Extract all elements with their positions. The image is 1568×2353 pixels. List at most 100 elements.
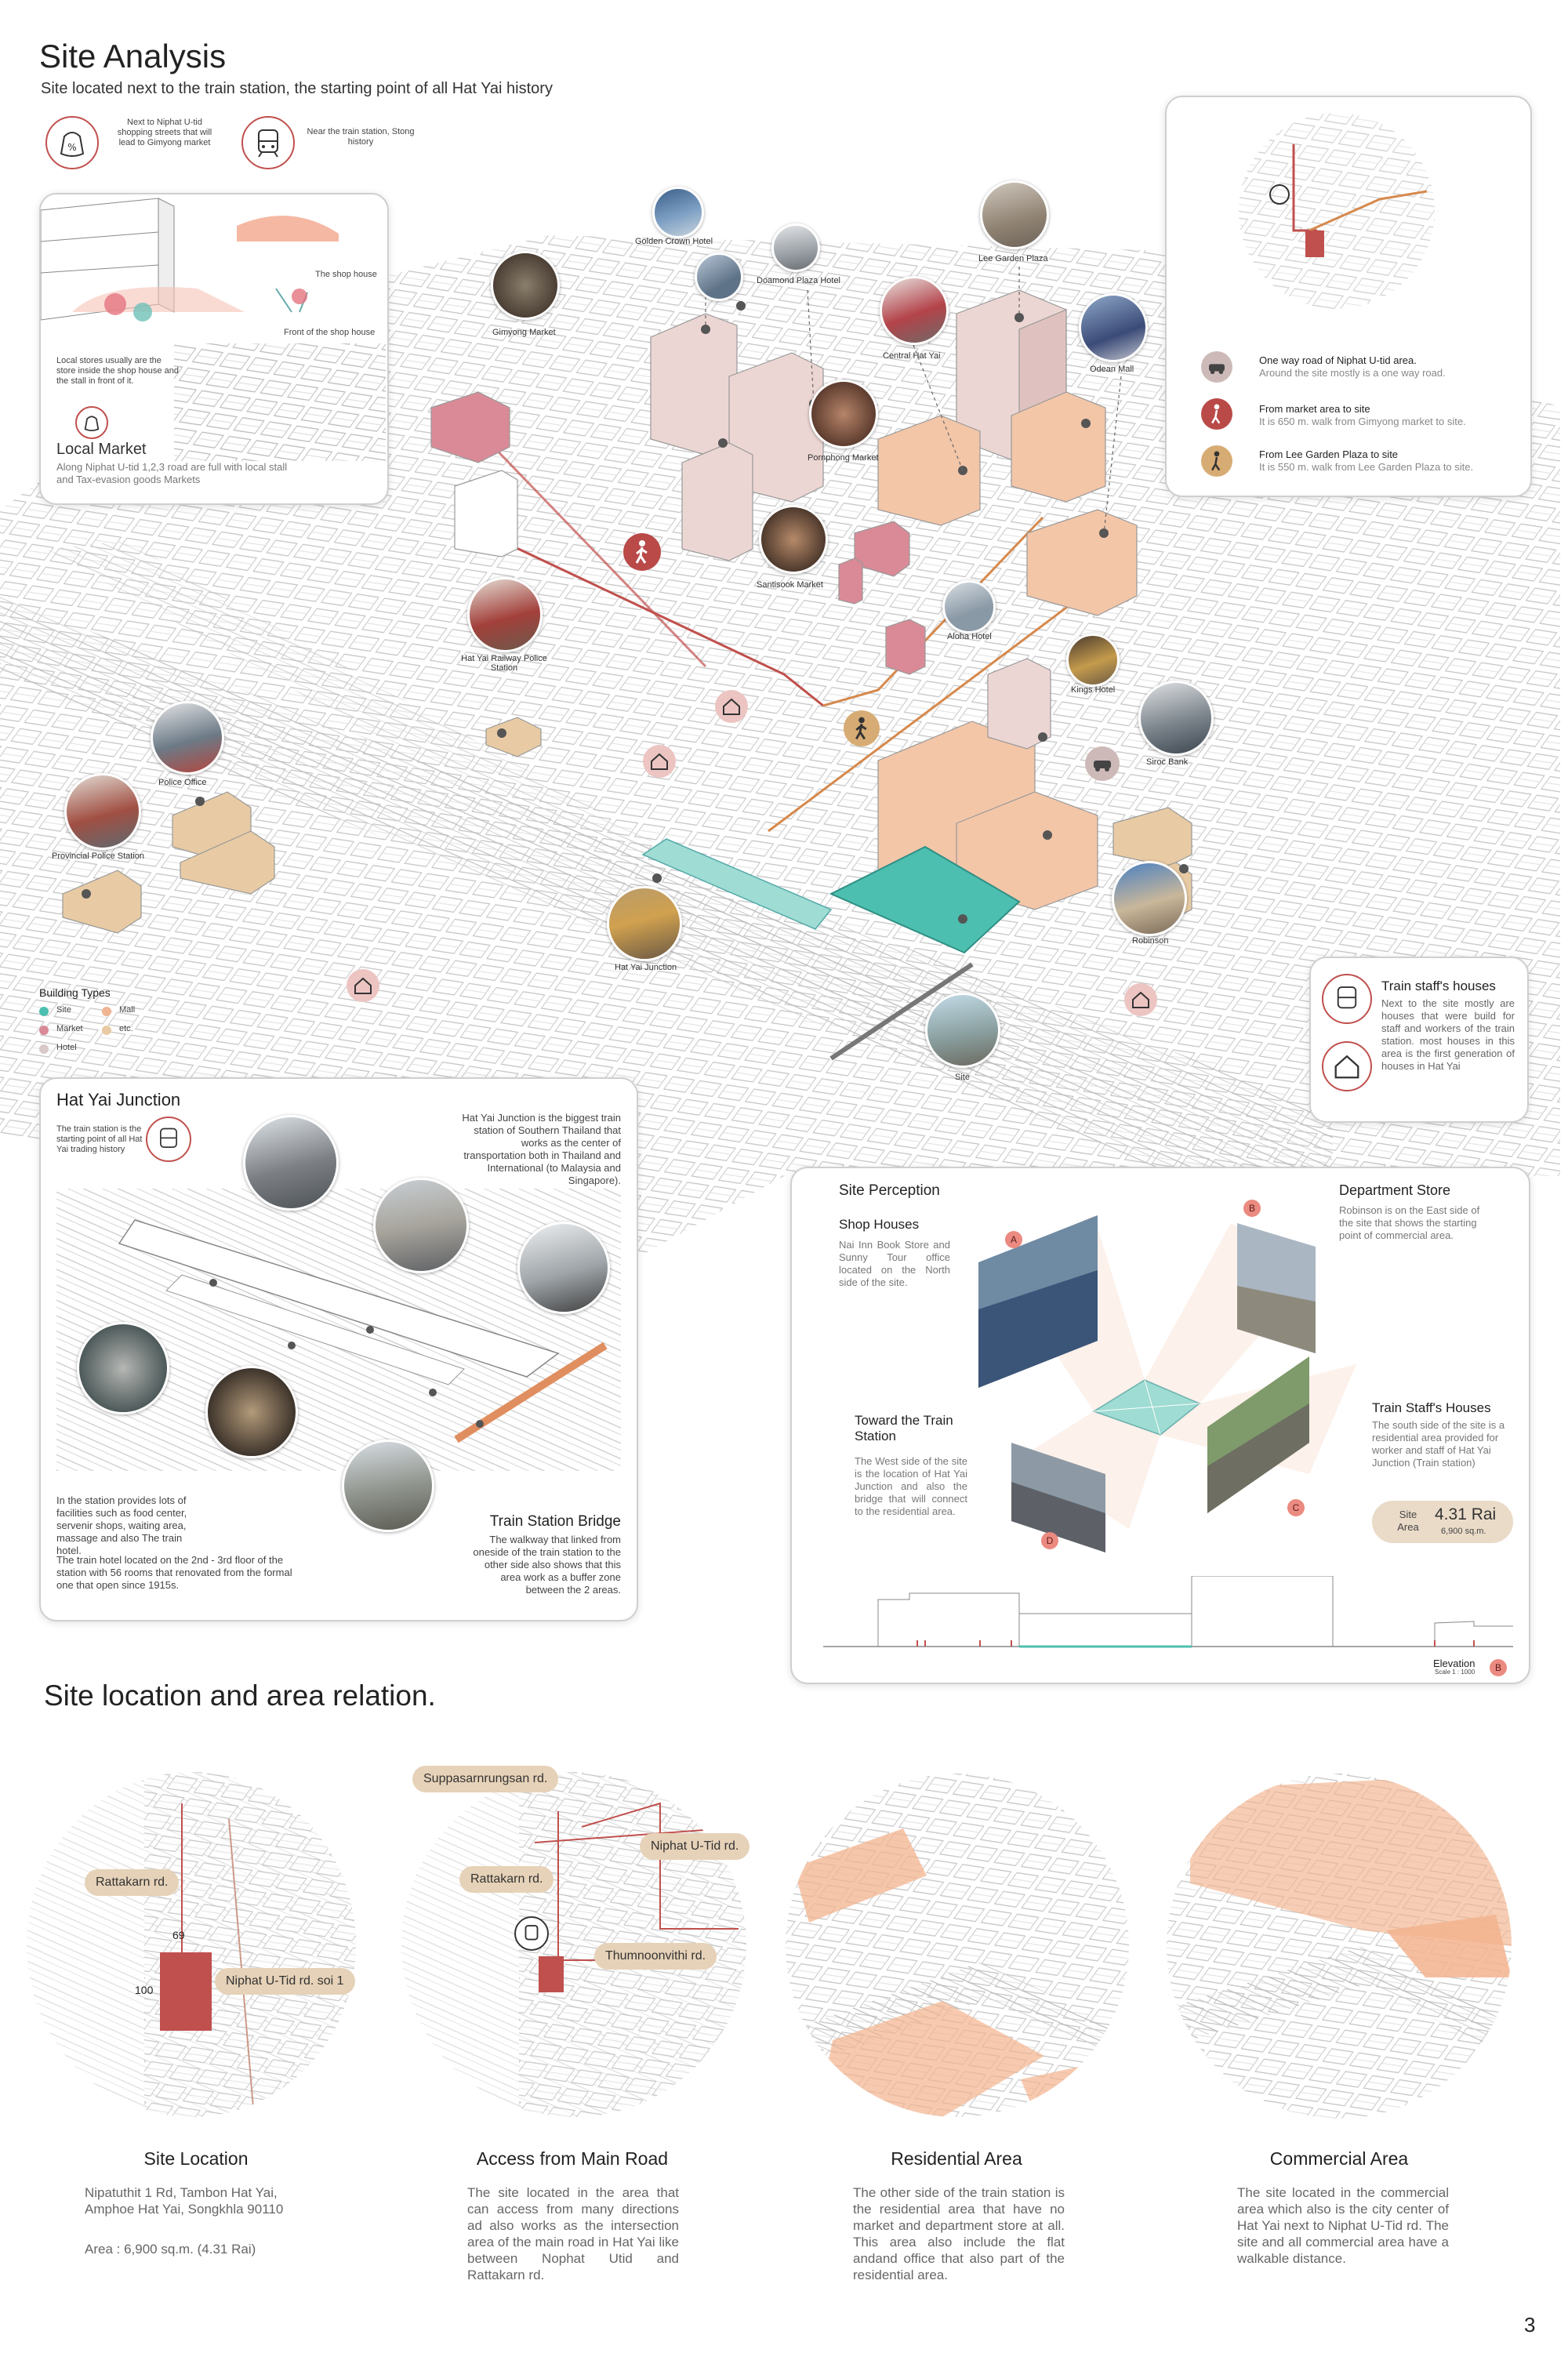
label-site: Site (955, 1073, 970, 1082)
hat-yai-junction-card: Hat Yai Junction The train station is th… (39, 1077, 638, 1621)
dept-desc: Robinson is on the East side of the site… (1339, 1204, 1480, 1241)
junction-desc: Hat Yai Junction is the biggest train st… (462, 1112, 621, 1186)
one-way-title: One way road of Niphat U-tid area. (1259, 354, 1417, 366)
photo-platform (517, 1222, 610, 1314)
shop-title: Shop Houses (839, 1217, 920, 1232)
junction-facilities: In the station provides lots of faciliti… (56, 1494, 187, 1556)
bridge-desc: The walkway that linked from oneside of … (473, 1534, 621, 1596)
tag-rattakarn-2: Rattakarn rd. (459, 1866, 554, 1893)
marker-c: C (1287, 1499, 1305, 1516)
photo-siroc (1138, 681, 1214, 756)
label-pornphong: Pornphong Market (808, 453, 879, 463)
label-provincial-police: Provincial Police Station (52, 852, 145, 861)
shopping-bag-icon: % (45, 116, 99, 169)
train-icon-small (1322, 974, 1372, 1024)
label-shop-house: The shop house (315, 270, 377, 279)
site-location-text: Nipatuthit 1 Rd, Tambon Hat Yai, Amphoe … (85, 2185, 284, 2217)
perception-title: Site Perception (839, 1182, 940, 1199)
local-market-card: The shop house Front of the shop house L… (39, 193, 389, 505)
access-main-road-title: Access from Main Road (476, 2148, 669, 2169)
local-market-desc: Along Niphat U-tid 1,2,3 road are full w… (56, 461, 288, 485)
photo-robinson (1112, 861, 1187, 936)
photo-hat-yai-junction (607, 886, 682, 961)
staff-title: Train Staff's Houses (1372, 1400, 1491, 1415)
train-staff-title: Train staff's houses (1381, 979, 1496, 993)
site-block (829, 845, 1021, 954)
site-area-badge: Site Area 4.31 Rai 6,900 sq.m. (1372, 1501, 1513, 1543)
label-police-office: Police Office (158, 778, 207, 787)
photo-hotel-2 (695, 252, 743, 301)
page-number: 3 (1524, 2313, 1536, 2337)
site-location-map (27, 1772, 356, 2117)
label-aloha: Aloha Hotel (947, 632, 992, 641)
house-icon-outline (1322, 1041, 1372, 1091)
label-doamond: Doamond Plaza Hotel (757, 276, 841, 285)
label-central: Central Hat Yai (883, 351, 941, 361)
photo-station-hall (205, 1366, 298, 1458)
train-icon-junction (146, 1117, 191, 1162)
residential-area-text: The other side of the train station is t… (853, 2185, 1065, 2282)
lee-desc: It is 550 m. walk from Lee Garden Plaza … (1259, 461, 1474, 473)
label-golden-crown: Golden Crown Hotel (635, 237, 713, 246)
photo-police-office (151, 701, 224, 775)
commercial-area-map (1167, 1774, 1512, 2119)
residential-area-map (786, 1774, 1129, 2117)
elevation-scale: Scale 1 : 1000 (1435, 1669, 1475, 1676)
photo-gimyong (491, 251, 560, 320)
elevation-drawing (823, 1576, 1513, 1648)
shop-desc: Nai Inn Book Store and Sunny Tour office… (839, 1239, 950, 1288)
label-front-shop-house: Front of the shop house (284, 328, 376, 337)
perception-diagram (978, 1215, 1356, 1552)
location-title: Site location and area relation. (44, 1679, 436, 1712)
photo-kings (1066, 634, 1120, 687)
shopping-bag-icon-small (75, 406, 108, 439)
access-main-road-text: The site located in the area that can ac… (467, 2185, 679, 2282)
staff-desc: The south side of the site is a resident… (1372, 1419, 1505, 1469)
train-staff-desc: Next to the site mostly are houses that … (1381, 997, 1515, 1072)
market-streets-illustration (174, 343, 386, 461)
train-title: Toward the Train Station (855, 1413, 953, 1443)
site-area-sqm: 6,900 sq.m. (1441, 1527, 1486, 1536)
icon1-text: Next to Niphat U-tid shopping streets th… (117, 118, 212, 147)
car-icon (1085, 746, 1120, 781)
label-robinson: Robinson (1132, 936, 1169, 946)
house-icon (715, 690, 748, 723)
photo-odean (1079, 293, 1148, 362)
house-icon-3 (347, 969, 379, 1002)
car-icon-legend (1201, 351, 1232, 383)
junction-station-drawing (56, 1189, 621, 1471)
marker-d: D (1041, 1532, 1058, 1549)
tag-rattakarn-1: Rattakarn rd. (85, 1869, 180, 1896)
walking-person-icon-tan (844, 710, 880, 746)
label-hat-yai-junction: Hat Yai Junction (615, 963, 677, 972)
tag-suppasarnrungsan: Suppasarnrungsan rd. (412, 1766, 559, 1792)
elevation-label: Elevation (1433, 1658, 1475, 1669)
house-icon-4 (1124, 983, 1157, 1016)
walking-person-icon-beige (1201, 445, 1232, 477)
local-market-title: Local Market (56, 441, 147, 458)
junction-hotel: The train hotel located on the 2nd - 3rd… (56, 1554, 292, 1591)
photo-food-center (77, 1322, 169, 1414)
marker-a: A (1005, 1231, 1022, 1248)
marker-b-elevation: B (1490, 1659, 1507, 1676)
site-location-title: Site Location (143, 2148, 249, 2169)
label-100: 100 (135, 1984, 154, 1996)
legend: Site Mall Market etc. Hotel (39, 1005, 157, 1068)
photo-train-hotel (373, 1178, 469, 1273)
legend-title: Building Types (39, 986, 111, 999)
junction-title: Hat Yai Junction (56, 1090, 181, 1109)
access-mini-map (1239, 113, 1435, 309)
commercial-area-text: The site located in the commercial area … (1237, 2185, 1449, 2266)
photo-aloha (942, 580, 996, 634)
bridge-title: Train Station Bridge (489, 1513, 621, 1530)
one-way-desc: Around the site mostly is a one way road… (1259, 367, 1446, 379)
site-perception-card: Site Perception Shop Houses Nai Inn Book… (790, 1167, 1530, 1684)
train-icon (241, 116, 295, 169)
local-market-note: Local stores usually are the store insid… (56, 356, 179, 386)
dept-title: Department Store (1339, 1182, 1451, 1198)
tag-niphat-u-tid: Niphat U-Tid rd. (640, 1833, 750, 1860)
walking-person-icon (623, 533, 661, 571)
label-69: 69 (172, 1929, 185, 1941)
marker-b: B (1243, 1200, 1261, 1217)
photo-site (925, 993, 1000, 1068)
